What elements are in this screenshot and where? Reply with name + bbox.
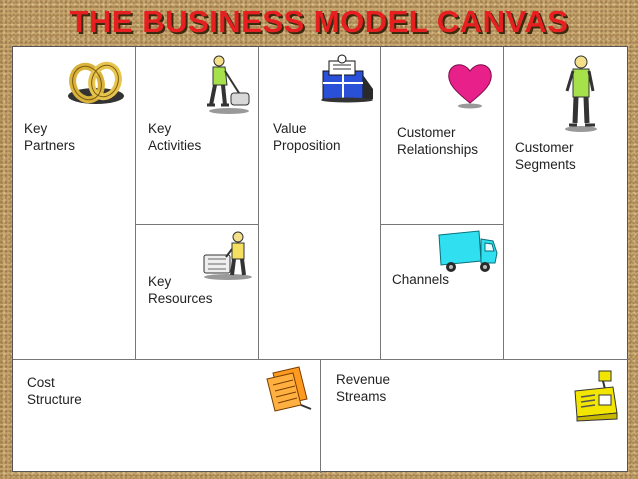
customer-segments-label: Customer Segments [515, 140, 576, 172]
value-proposition-label: Value Proposition [273, 121, 341, 153]
divider [13, 359, 629, 360]
delivery-truck-icon [438, 230, 498, 272]
divider [380, 47, 381, 359]
key-resources-label: Key Resources [148, 274, 213, 306]
customer-relationships-label: Customer Relationships [397, 125, 479, 157]
divider [503, 47, 504, 359]
standing-person-icon [565, 55, 597, 132]
page-title: THE BUSINESS MODEL CANVAS [69, 4, 569, 39]
heart-icon [448, 64, 492, 109]
divider [258, 47, 259, 359]
cost-structure-label: Cost Structure [27, 375, 82, 407]
divider [135, 47, 136, 359]
person-with-machine-icon [203, 231, 252, 280]
interlocking-rings-icon [68, 61, 124, 104]
key-partners-label: Key Partners [24, 121, 76, 153]
divider [135, 224, 258, 225]
gift-box-icon [321, 54, 373, 103]
revenue-streams-label: Revenue Streams [336, 372, 391, 404]
channels-label: Channels [392, 272, 450, 287]
divider [380, 224, 503, 225]
key-activities-label: Key Activities [148, 121, 202, 153]
cash-register-icon [574, 370, 618, 422]
receipts-icon [266, 366, 312, 412]
business-model-canvas: Key Partners Key Activities Key Resource… [12, 46, 629, 473]
divider [320, 359, 321, 473]
person-vacuuming-icon [207, 55, 250, 114]
